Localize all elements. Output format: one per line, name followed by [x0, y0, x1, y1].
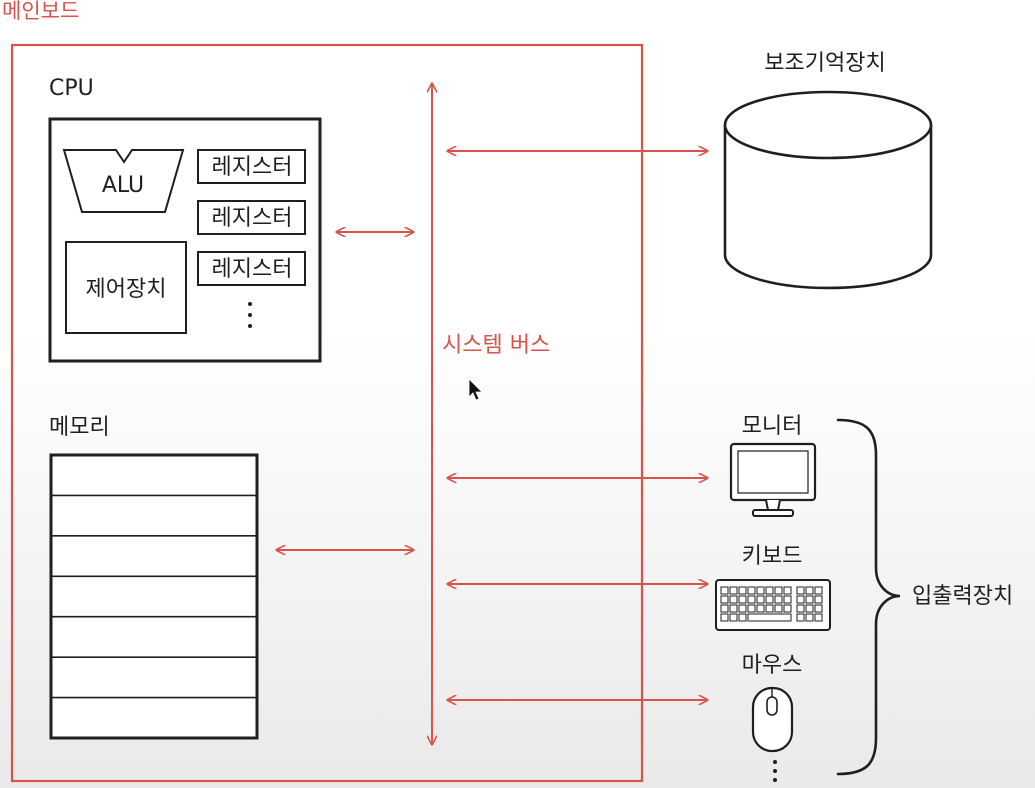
memory-label: 메모리	[49, 415, 110, 440]
alu-shape	[62, 149, 185, 213]
keyboard-key	[805, 595, 814, 604]
keyboard-key	[796, 595, 805, 604]
keyboard-key	[774, 595, 783, 604]
keyboard-key	[805, 613, 814, 622]
system-bus-label: 시스템 버스	[442, 333, 550, 358]
monitor-icon	[729, 442, 817, 517]
keyboard-key	[729, 613, 738, 622]
alu-label: ALU	[102, 173, 144, 198]
keyboard-key	[747, 586, 756, 595]
cursor-pointer-icon	[468, 378, 483, 401]
keyboard-key	[796, 586, 805, 595]
keyboard-key	[729, 604, 738, 613]
keyboard-key	[814, 586, 823, 595]
keyboard-key	[747, 604, 756, 613]
keyboard-key	[814, 595, 823, 604]
keyboard-icon	[715, 579, 831, 631]
keyboard-key	[765, 595, 774, 604]
keyboard-key	[756, 586, 765, 595]
register-box	[197, 251, 306, 286]
keyboard-key	[738, 595, 747, 604]
keyboard-key	[747, 595, 756, 604]
more-devices-ellipsis	[773, 760, 777, 782]
io-group-brace	[836, 418, 901, 776]
register-label: 레지스터	[212, 155, 293, 180]
keyboard-key	[783, 595, 792, 604]
keyboard-label: 키보드	[742, 544, 803, 569]
keyboard-key	[783, 604, 792, 613]
keyboard-key	[729, 586, 738, 595]
keyboard-key	[756, 604, 765, 613]
keyboard-spacebar	[747, 613, 792, 622]
keyboard-key	[783, 586, 792, 595]
mouse-icon	[751, 686, 794, 753]
cpu-label: CPU	[49, 76, 94, 101]
keyboard-key	[720, 604, 729, 613]
keyboard-key	[738, 613, 747, 622]
control-unit-label: 제어장치	[86, 277, 167, 302]
register-label: 레지스터	[212, 257, 293, 282]
keyboard-key	[814, 613, 823, 622]
keyboard-key	[729, 595, 738, 604]
keyboard-key	[738, 586, 747, 595]
keyboard-key	[796, 613, 805, 622]
storage-label: 보조기억장치	[764, 51, 885, 76]
keyboard-key	[814, 604, 823, 613]
memory-row-dividers	[51, 494, 257, 699]
keyboard-key	[756, 595, 765, 604]
keyboard-key	[774, 604, 783, 613]
monitor-label: 모니터	[742, 414, 803, 439]
more-registers-ellipsis	[248, 302, 252, 328]
mainboard-label: 메인보드	[2, 0, 79, 23]
io-group-label: 입출력장치	[912, 584, 1013, 609]
keyboard-key	[765, 604, 774, 613]
register-label: 레지스터	[212, 206, 293, 231]
keyboard-key	[805, 586, 814, 595]
mouse-label: 마우스	[742, 653, 803, 678]
keyboard-key	[805, 604, 814, 613]
keyboard-key	[765, 586, 774, 595]
keyboard-key	[738, 604, 747, 613]
keyboard-key	[720, 595, 729, 604]
register-box	[197, 149, 306, 184]
keyboard-key	[720, 613, 729, 622]
memory-block	[49, 453, 259, 740]
storage-cylinder-icon	[723, 90, 933, 290]
register-box	[197, 200, 306, 235]
keyboard-key	[774, 586, 783, 595]
control-unit-box	[65, 241, 187, 334]
keyboard-key	[720, 586, 729, 595]
mainboard-frame	[10, 43, 644, 783]
keyboard-key	[796, 604, 805, 613]
